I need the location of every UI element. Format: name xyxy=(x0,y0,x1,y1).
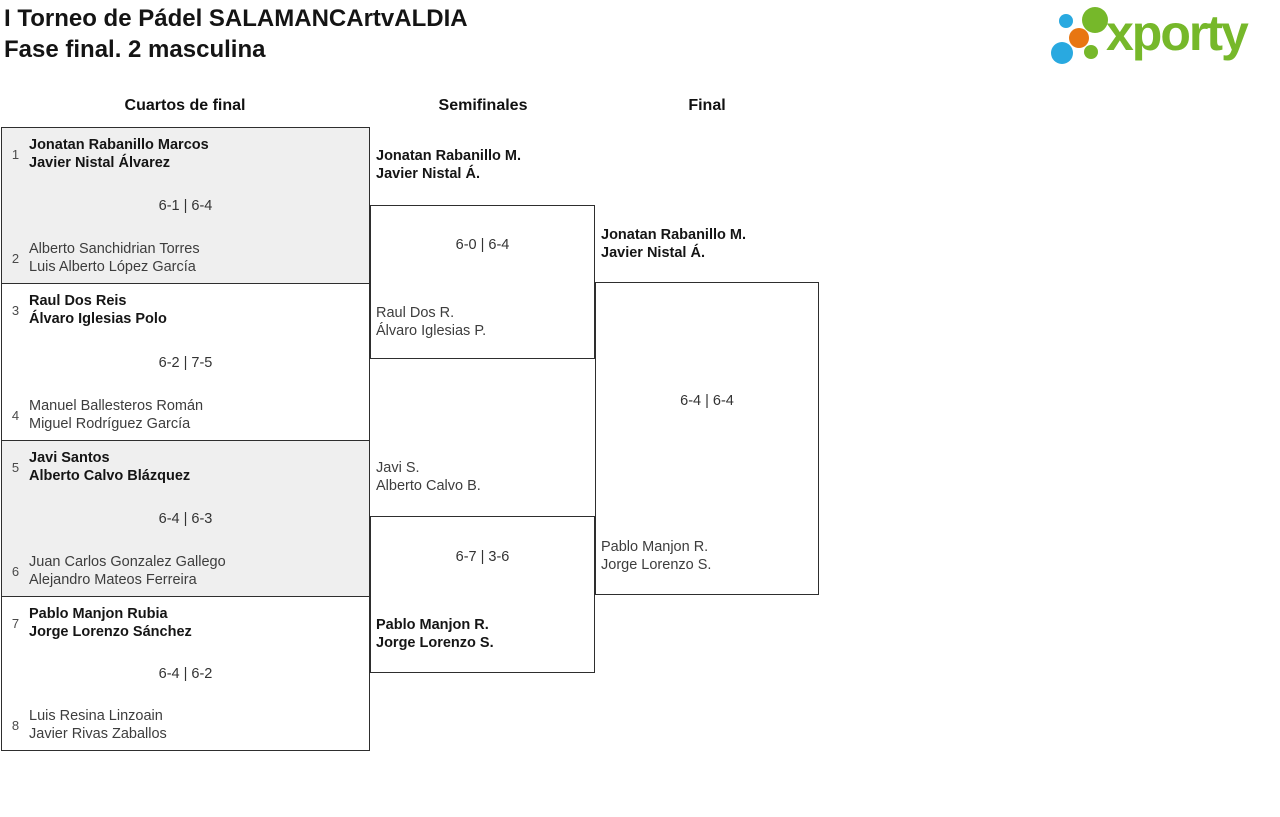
page-title: I Torneo de Pádel SALAMANCArtvALDIA Fase… xyxy=(4,3,468,65)
player-name: Miguel Rodríguez García xyxy=(29,416,191,432)
logo-dot-blue-small xyxy=(1059,14,1073,28)
team-row: 6 Juan Carlos Gonzalez Gallego Alejandro… xyxy=(2,553,369,589)
team-row: 5 Javi Santos Alberto Calvo Blázquez xyxy=(2,449,369,485)
seed-number: 3 xyxy=(11,302,20,318)
logo-wordmark: xporty xyxy=(1106,5,1249,61)
round-header-final: Final xyxy=(688,97,726,114)
player-name: Alberto Calvo B. xyxy=(376,478,481,494)
team-pair: Pablo Manjon Rubia Jorge Lorenzo Sánchez xyxy=(29,605,192,641)
player-name: Alberto Sanchidrian Torres xyxy=(29,241,200,257)
seed-number: 8 xyxy=(11,717,20,733)
match-score: 6-2 | 7-5 xyxy=(158,354,213,371)
sf2-team-top: Javi S. Alberto Calvo B. xyxy=(376,459,481,495)
phase-subtitle: Fase final. 2 masculina xyxy=(4,36,266,63)
player-name: Pablo Manjon R. xyxy=(601,539,709,555)
match-score: 6-4 | 6-2 xyxy=(158,666,213,682)
quarterfinal-match-4[interactable]: 7 Pablo Manjon Rubia Jorge Lorenzo Sánch… xyxy=(1,596,370,751)
player-name: Jorge Lorenzo S. xyxy=(376,635,494,651)
player-name: Javi Santos xyxy=(29,450,110,466)
round-header-quarterfinals: Cuartos de final xyxy=(124,97,246,114)
final-score: 6-4 | 6-4 xyxy=(680,393,734,409)
team-pair: Alberto Sanchidrian Torres Luis Alberto … xyxy=(29,240,200,276)
semifinal-match-2[interactable] xyxy=(370,516,595,673)
logo-dot-blue-large xyxy=(1051,42,1073,64)
final-team-bottom: Pablo Manjon R. Jorge Lorenzo S. xyxy=(601,538,711,574)
quarterfinal-match-1[interactable]: 1 Jonatan Rabanillo Marcos Javier Nistal… xyxy=(1,127,370,284)
player-name: Raul Dos Reis xyxy=(29,293,127,309)
team-row: 4 Manuel Ballesteros Román Miguel Rodríg… xyxy=(2,397,369,433)
quarterfinal-match-2[interactable]: 3 Raul Dos Reis Álvaro Iglesias Polo 6-2… xyxy=(1,283,370,441)
player-name: Álvaro Iglesias P. xyxy=(376,323,487,339)
player-name: Alejandro Mateos Ferreira xyxy=(29,572,197,588)
sf2-score: 6-7 | 3-6 xyxy=(455,549,510,565)
seed-number: 5 xyxy=(11,459,20,475)
final-match[interactable] xyxy=(595,282,819,595)
team-pair: Manuel Ballesteros Román Miguel Rodrígue… xyxy=(29,397,203,433)
player-name: Álvaro Iglesias Polo xyxy=(29,311,167,327)
sf2-team-bottom: Pablo Manjon R. Jorge Lorenzo S. xyxy=(376,616,494,652)
player-name: Alberto Calvo Blázquez xyxy=(29,468,191,484)
tournament-name: I Torneo de Pádel SALAMANCArtvALDIA xyxy=(4,5,468,32)
logo-dot-green-small xyxy=(1084,45,1098,59)
player-name: Javier Nistal Álvarez xyxy=(29,155,171,171)
team-pair: Juan Carlos Gonzalez Gallego Alejandro M… xyxy=(29,553,226,589)
seed-number: 1 xyxy=(11,146,20,162)
team-pair: Raul Dos Reis Álvaro Iglesias Polo xyxy=(29,292,167,328)
semifinal-match-1[interactable] xyxy=(370,205,595,359)
team-pair: Jonatan Rabanillo Marcos Javier Nistal Á… xyxy=(29,136,209,172)
player-name: Jonatan Rabanillo M. xyxy=(601,227,747,243)
player-name: Javier Nistal Á. xyxy=(376,166,480,182)
sf1-team-bottom: Raul Dos R. Álvaro Iglesias P. xyxy=(376,304,486,340)
player-name: Manuel Ballesteros Román xyxy=(29,398,204,414)
logo-dot-orange xyxy=(1069,28,1089,48)
seed-number: 2 xyxy=(11,250,20,266)
seed-number: 6 xyxy=(11,563,20,579)
match-score: 6-4 | 6-3 xyxy=(158,511,213,527)
player-name: Luis Resina Linzoain xyxy=(29,708,163,724)
team-row: 3 Raul Dos Reis Álvaro Iglesias Polo xyxy=(2,292,369,328)
player-name: Pablo Manjon R. xyxy=(376,617,489,633)
round-header-semifinals: Semifinales xyxy=(438,97,528,114)
player-name: Raul Dos R. xyxy=(376,305,455,321)
team-pair: Luis Resina Linzoain Javier Rivas Zaball… xyxy=(29,707,167,743)
player-name: Jonatan Rabanillo Marcos xyxy=(29,137,209,153)
team-pair: Javi Santos Alberto Calvo Blázquez xyxy=(29,449,190,485)
match-score: 6-1 | 6-4 xyxy=(158,198,213,214)
seed-number: 4 xyxy=(11,407,20,423)
player-name: Jorge Lorenzo Sánchez xyxy=(29,624,192,640)
sf1-team-top: Jonatan Rabanillo M. Javier Nistal Á. xyxy=(376,147,521,183)
player-name: Pablo Manjon Rubia xyxy=(29,606,168,622)
team-row: 1 Jonatan Rabanillo Marcos Javier Nistal… xyxy=(2,136,369,172)
player-name: Luis Alberto López García xyxy=(29,259,196,275)
player-name: Javier Rivas Zaballos xyxy=(29,726,167,742)
team-row: 7 Pablo Manjon Rubia Jorge Lorenzo Sánch… xyxy=(2,605,369,641)
quarterfinal-match-3[interactable]: 5 Javi Santos Alberto Calvo Blázquez 6-4… xyxy=(1,440,370,597)
player-name: Javier Nistal Á. xyxy=(601,245,705,261)
logo-dot-green-large xyxy=(1082,7,1108,33)
seed-number: 7 xyxy=(11,615,20,631)
player-name: Jorge Lorenzo S. xyxy=(601,557,712,573)
sf1-score: 6-0 | 6-4 xyxy=(455,237,510,253)
final-team-top: Jonatan Rabanillo M. Javier Nistal Á. xyxy=(601,226,746,262)
player-name: Javi S. xyxy=(376,460,420,476)
player-name: Jonatan Rabanillo M. xyxy=(376,148,522,164)
player-name: Juan Carlos Gonzalez Gallego xyxy=(29,554,226,570)
team-row: 2 Alberto Sanchidrian Torres Luis Albert… xyxy=(2,240,369,276)
team-row: 8 Luis Resina Linzoain Javier Rivas Zaba… xyxy=(2,707,369,743)
